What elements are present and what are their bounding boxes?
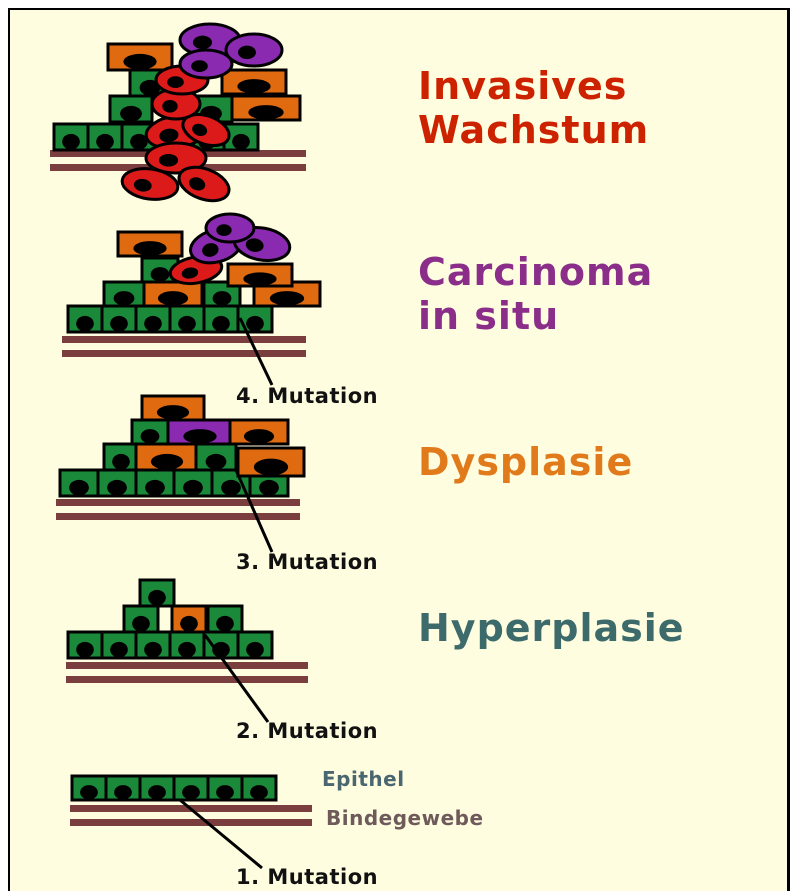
epithel-cell-stage1-5-nucleus bbox=[250, 785, 268, 799]
membrane-stage3-line-1 bbox=[56, 499, 300, 506]
stage-label-dysplasia: Dysplasie bbox=[418, 440, 633, 484]
cis-cell-stage5-a-nucleus bbox=[193, 36, 212, 49]
stage-invasive-line1: Invasives bbox=[418, 64, 649, 108]
dysplastic-cell-stage5-top-nucleus bbox=[123, 54, 156, 70]
membrane-stage3-line-2 bbox=[56, 513, 300, 520]
base-cell-stage5-1-nucleus bbox=[96, 134, 114, 150]
epithel-cell-stage1-1-nucleus bbox=[114, 785, 132, 799]
membrane-stage2-line-2 bbox=[66, 676, 308, 683]
membrane-stage1-line-2 bbox=[70, 819, 312, 826]
mutation-label-1: 1. Mutation bbox=[236, 865, 378, 889]
base-cell-stage3-2-nucleus bbox=[145, 480, 165, 496]
invasive-cell-stage5-e-nucleus bbox=[159, 154, 178, 167]
base-cell-stage2-2-nucleus bbox=[144, 642, 162, 658]
mid-cell-stage4-a-nucleus bbox=[114, 291, 135, 305]
base-cell-stage2-0-nucleus bbox=[76, 642, 94, 658]
stage-label-invasive: Invasives Wachstum bbox=[418, 64, 649, 152]
stage-cis-line1: Carcinoma bbox=[418, 250, 653, 294]
top-cell-stage2-nucleus bbox=[148, 590, 166, 606]
base-cell-stage3-0-nucleus bbox=[69, 480, 89, 496]
base-cell-stage4-2-nucleus bbox=[144, 316, 162, 332]
mutation-label-3: 3. Mutation bbox=[236, 550, 378, 574]
stage-invasive-line2: Wachstum bbox=[418, 108, 649, 152]
base-cell-stage3-5-nucleus bbox=[259, 480, 279, 496]
base-cell-stage3-4-nucleus bbox=[221, 480, 241, 496]
base-cell-stage4-1-nucleus bbox=[110, 316, 128, 332]
mutation-label-2: 2. Mutation bbox=[236, 719, 378, 743]
epithel-cell-stage1-3-nucleus bbox=[182, 785, 200, 799]
dysplastic-cell-stage5-a-nucleus bbox=[248, 105, 283, 119]
stage-label-hyperplasia: Hyperplasie bbox=[418, 606, 685, 650]
base-cell-stage2-1-nucleus bbox=[110, 642, 128, 658]
base-cell-stage3-3-nucleus bbox=[183, 480, 203, 496]
base-cell-stage4-0-nucleus bbox=[76, 316, 94, 332]
layer-label-bindegewebe: Bindegewebe bbox=[326, 806, 484, 830]
dysplastic-cell-stage3-top-nucleus bbox=[157, 405, 189, 419]
dysplastic-cell-stage4-c-nucleus bbox=[243, 272, 276, 285]
base-cell-stage3-1-nucleus bbox=[107, 480, 127, 496]
base-cell-stage4-3-nucleus bbox=[178, 316, 196, 332]
membrane-stage4-line-2 bbox=[62, 350, 306, 357]
base-cell-stage4-4-nucleus bbox=[212, 316, 230, 332]
membrane-stage4-line-1 bbox=[62, 336, 306, 343]
base-cell-stage4-5-nucleus bbox=[246, 316, 264, 332]
upper-cell-stage3-a-nucleus bbox=[141, 429, 160, 443]
dysplastic-cell-stage3-a-nucleus bbox=[151, 454, 183, 470]
invasive-cell-stage5-c-nucleus bbox=[162, 100, 177, 113]
stage-cis-line2: in situ bbox=[418, 294, 653, 338]
stage-dysplasia-line1: Dysplasie bbox=[418, 440, 633, 484]
dysplastic-cell-stage4-a-nucleus bbox=[158, 291, 188, 305]
cis-cell-stage3-nucleus bbox=[183, 429, 216, 443]
epithel-cell-stage1-4-nucleus bbox=[216, 785, 234, 799]
dysplastic-cell-stage5-b-nucleus bbox=[237, 79, 270, 93]
dysplastic-cell-stage3-c-nucleus bbox=[244, 429, 274, 443]
mid-cell-stage5-a-nucleus bbox=[120, 106, 142, 122]
membrane-stage2-line-1 bbox=[66, 662, 308, 669]
cis-cell-stage5-b bbox=[226, 34, 282, 66]
layer-label-epithel: Epithel bbox=[322, 767, 405, 791]
epithel-cell-stage1-2-nucleus bbox=[148, 785, 166, 799]
mid-cell-stage4-b-nucleus bbox=[213, 291, 232, 305]
mutation-label-4: 4. Mutation bbox=[236, 384, 378, 408]
upper-cell-stage4-a-nucleus bbox=[151, 267, 170, 281]
upper-cell-stage2-b-nucleus bbox=[216, 616, 234, 632]
epithel-cell-stage1-0-nucleus bbox=[80, 785, 98, 799]
cis-cell-stage5-c bbox=[180, 50, 232, 78]
cis-cell-stage5-b-nucleus bbox=[238, 46, 256, 59]
dysplastic-cell-stage4-b-nucleus bbox=[270, 291, 304, 305]
cis-cell-stage5-c-nucleus bbox=[191, 60, 208, 72]
mid-cell-stage3-b-nucleus bbox=[206, 454, 227, 470]
mutated-cell-stage2-nucleus bbox=[180, 616, 198, 632]
base-cell-stage5-5-nucleus bbox=[232, 134, 250, 150]
base-cell-stage5-0-nucleus bbox=[62, 134, 80, 150]
stage-label-carcinoma-in-situ: Carcinoma in situ bbox=[418, 250, 653, 338]
mid-cell-stage3-a-nucleus bbox=[112, 454, 130, 470]
cis-cell-stage4-c-nucleus bbox=[216, 224, 231, 236]
dysplastic-cell-stage3-b-nucleus bbox=[254, 459, 288, 476]
upper-cell-stage2-a-nucleus bbox=[132, 616, 150, 632]
base-cell-stage2-3-nucleus bbox=[178, 642, 196, 658]
base-cell-stage2-5-nucleus bbox=[246, 642, 264, 658]
stage-hyperplasia-line1: Hyperplasie bbox=[418, 606, 685, 650]
cis-cell-stage4-c bbox=[206, 214, 254, 242]
dysplastic-cell-stage4-top-nucleus bbox=[133, 241, 166, 255]
invasive-cell-stage5-d-nucleus bbox=[167, 76, 184, 88]
